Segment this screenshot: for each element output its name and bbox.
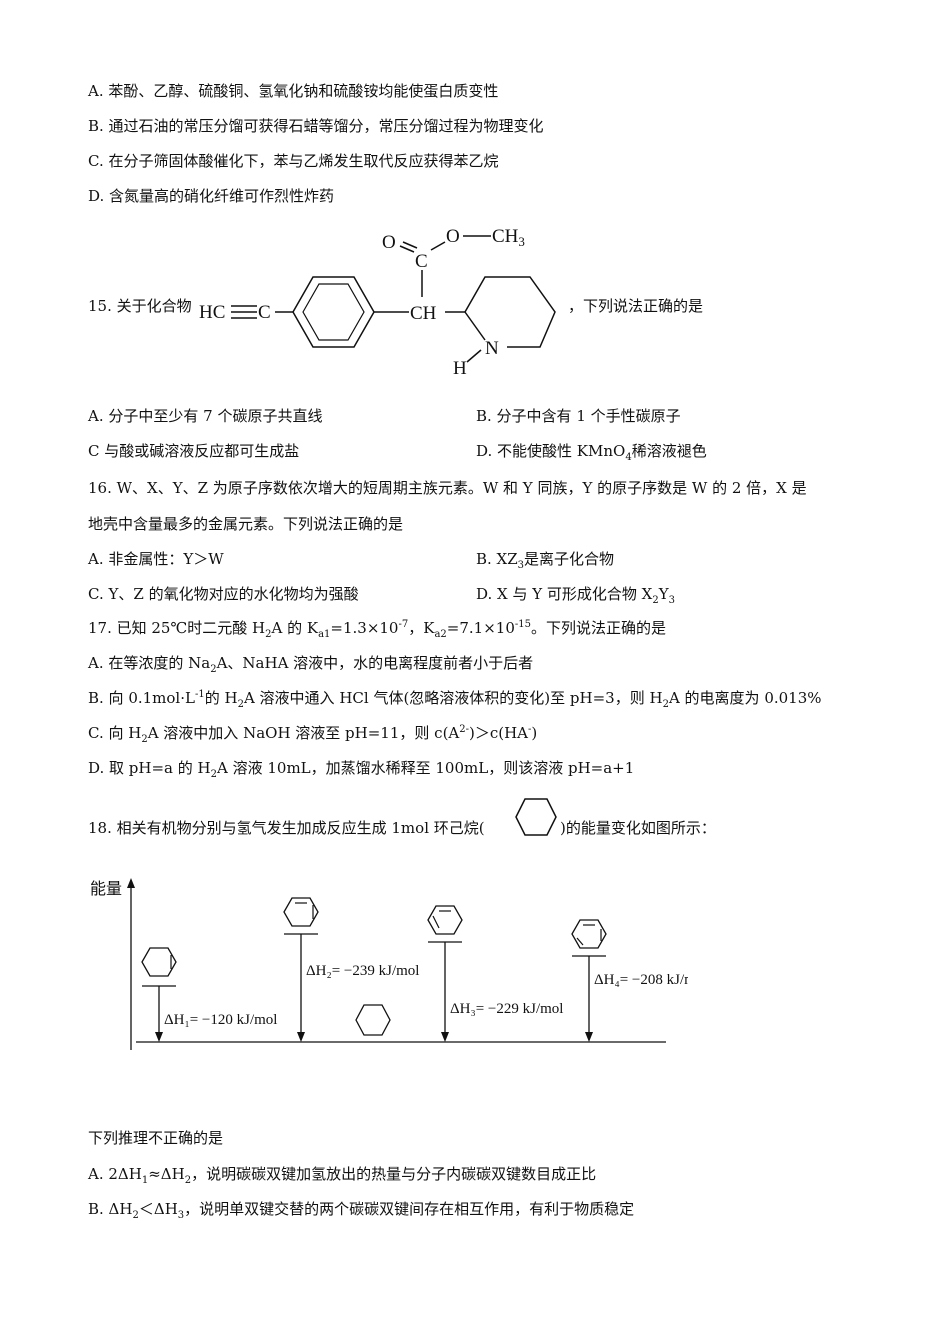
dh2-label: ΔH₂= −239 kJ/mol	[306, 963, 419, 979]
q15-stem-suffix: ，下列说法正确的是	[568, 297, 704, 315]
q16-option-d: D. X 与 Y 可形成化合物 X2Y3	[476, 585, 676, 606]
q18-stem-prefix: 18. 相关有机物分别与氢气发生加成反应生成 1mol 环己烷(	[88, 819, 485, 837]
q16-option-a: A. 非金属性：Y＞W	[88, 550, 224, 568]
dh4-label: ΔH₄= −208 kJ/mol	[594, 972, 688, 988]
ch-label: CH	[410, 303, 437, 324]
q15-structure-formula: HC C CH C O O CH3 N H	[195, 222, 575, 386]
q15-option-d: D. 不能使酸性 KMnO4稀溶液褪色	[476, 442, 707, 463]
q16-stem-line2: 地壳中含量最多的金属元素。下列说法正确的是	[88, 515, 404, 533]
h-label: H	[453, 358, 467, 379]
ester-o-label: O	[446, 226, 460, 247]
y-axis-label: 能量	[90, 880, 122, 898]
benzene-ring	[292, 276, 375, 348]
q15-stem-prefix: 15. 关于化合物	[88, 297, 192, 315]
energy-diagram: 能量 ΔH₁= −120 kJ/mol ΔH₂= −239 kJ/mol ΔH₃…	[88, 872, 707, 1061]
q17-stem: 17. 已知 25℃时二元酸 H2A 的 Ka1=1.3×10-7，Ka2=7.…	[88, 619, 666, 640]
cyclohexene-molecule	[141, 947, 177, 977]
piperidine-ring	[464, 276, 556, 348]
q14-option-d: D. 含氮量高的硝化纤维可作烈性炸药	[88, 187, 335, 205]
benzene-molecule	[571, 919, 607, 949]
cyclohexane-molecule	[355, 1004, 391, 1036]
q17-option-d: D. 取 pH=a 的 H2A 溶液 10mL，加蒸馏水稀释至 100mL，则该…	[88, 759, 635, 780]
q18-stem-suffix: )的能量变化如图所示：	[560, 819, 716, 837]
dh3-label: ΔH₃= −229 kJ/mol	[450, 1001, 563, 1017]
q18-prompt: 下列推理不正确的是	[88, 1129, 224, 1147]
q18-cyclohexane-inline	[513, 794, 559, 844]
cyclohexadiene-conjugated-molecule	[427, 905, 463, 935]
hc-label: HC	[199, 302, 225, 323]
q14-option-b: B. 通过石油的常压分馏可获得石蜡等馏分，常压分馏过程为物理变化	[88, 117, 544, 135]
n-label: N	[485, 338, 499, 359]
q16-stem-line1: 16. W、X、Y、Z 为原子序数依次增大的短周期主族元素。W 和 Y 同族，Y…	[88, 479, 807, 497]
q18-option-b: B. ΔH2＜ΔH3，说明单双键交替的两个碳碳双键间存在相互作用，有利于物质稳定	[88, 1200, 635, 1221]
q17-option-b: B. 向 0.1mol·L-1的 H2A 溶液中通入 HCl 气体(忽略溶液体积…	[88, 689, 822, 710]
q14-option-c: C. 在分子筛固体酸催化下，苯与乙烯发生取代反应获得苯乙烷	[88, 152, 499, 170]
q16-option-c: C. Y、Z 的氧化物对应的水化物均为强酸	[88, 585, 359, 603]
cyclohexadiene-molecule	[283, 897, 319, 927]
svg-text:CH3: CH3	[492, 226, 525, 249]
alkyne-c-label: C	[258, 302, 271, 323]
dh1-label: ΔH₁= −120 kJ/mol	[164, 1012, 277, 1028]
q15-option-a: A. 分子中至少有 7 个碳原子共直线	[88, 407, 323, 425]
q18-option-a: A. 2ΔH1≈ΔH2，说明碳碳双键加氢放出的热量与分子内碳碳双键数目成正比	[88, 1165, 597, 1186]
q14-option-a: A. 苯酚、乙醇、硫酸铜、氢氧化钠和硫酸铵均能使蛋白质变性	[88, 82, 499, 100]
q17-option-a: A. 在等浓度的 Na2A、NaHA 溶液中，水的电离程度前者小于后者	[88, 654, 534, 675]
q15-option-c: C 与酸或碱溶液反应都可生成盐	[88, 442, 300, 460]
q16-option-b: B. XZ3是离子化合物	[476, 550, 615, 571]
q15-option-b: B. 分子中含有 1 个手性碳原子	[476, 407, 681, 425]
carbonyl-o-label: O	[382, 232, 396, 253]
q17-option-c: C. 向 H2A 溶液中加入 NaOH 溶液至 pH=11，则 c(A2-)＞c…	[88, 724, 538, 745]
carbonyl-c-label: C	[415, 251, 428, 272]
